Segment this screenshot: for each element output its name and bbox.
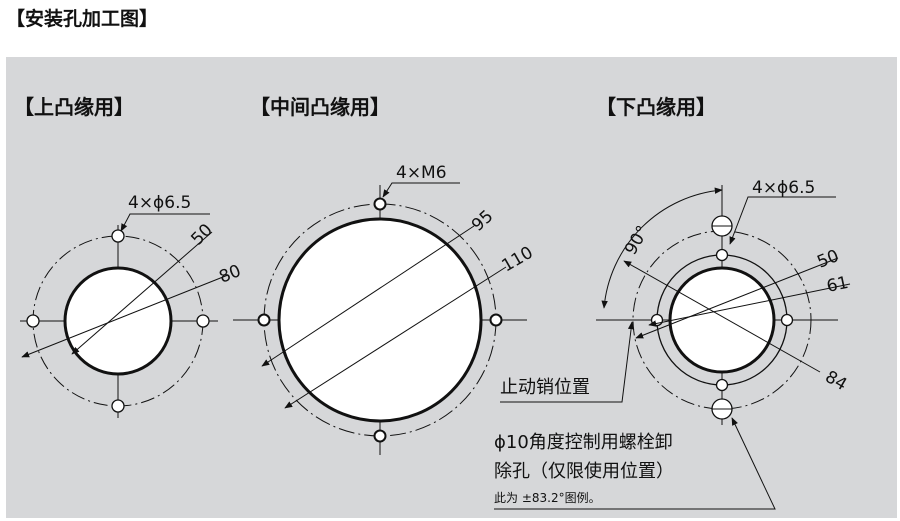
angle-hole-note-line2: 除孔（仅限使用位置） [494,461,674,482]
top-flange-drawing: 【上凸缘用】 4×ϕ6.5 50 80 [14,95,244,418]
middle-dim-95: 95 [468,206,497,235]
bottom-flange-label: 【下凸缘用】 [596,95,716,119]
top-hole-spec: 4×ϕ6.5 [128,193,191,213]
bottom-dim-61: 61 [825,273,850,297]
top-dim-50: 50 [187,220,216,249]
angle-hole-note-line1: ϕ10角度控制用螺栓卸 [494,432,673,453]
middle-flange-label: 【中间凸缘用】 [250,95,390,119]
bottom-dim-84: 84 [822,367,851,395]
bottom-flange-drawing: 【下凸缘用】 4×ϕ6.5 90° 50 61 84 [494,95,851,510]
middle-screw-spec: 4×M6 [396,163,447,183]
bottom-dim-50: 50 [814,246,842,273]
middle-flange-drawing: 【中间凸缘用】 4×M6 95 110 [233,95,537,455]
stop-pin-note: 止动销位置 [500,377,590,398]
example-note: 此为 ±83.2°图例。 [494,491,601,505]
middle-dim-110: 110 [499,243,537,277]
bottom-hole-spec: 4×ϕ6.5 [752,178,815,198]
top-dim-80: 80 [216,261,244,288]
page-title: 【安装孔加工图】 [6,8,159,30]
bottom-angle-90: 90° [621,222,653,258]
top-flange-label: 【上凸缘用】 [14,95,134,119]
